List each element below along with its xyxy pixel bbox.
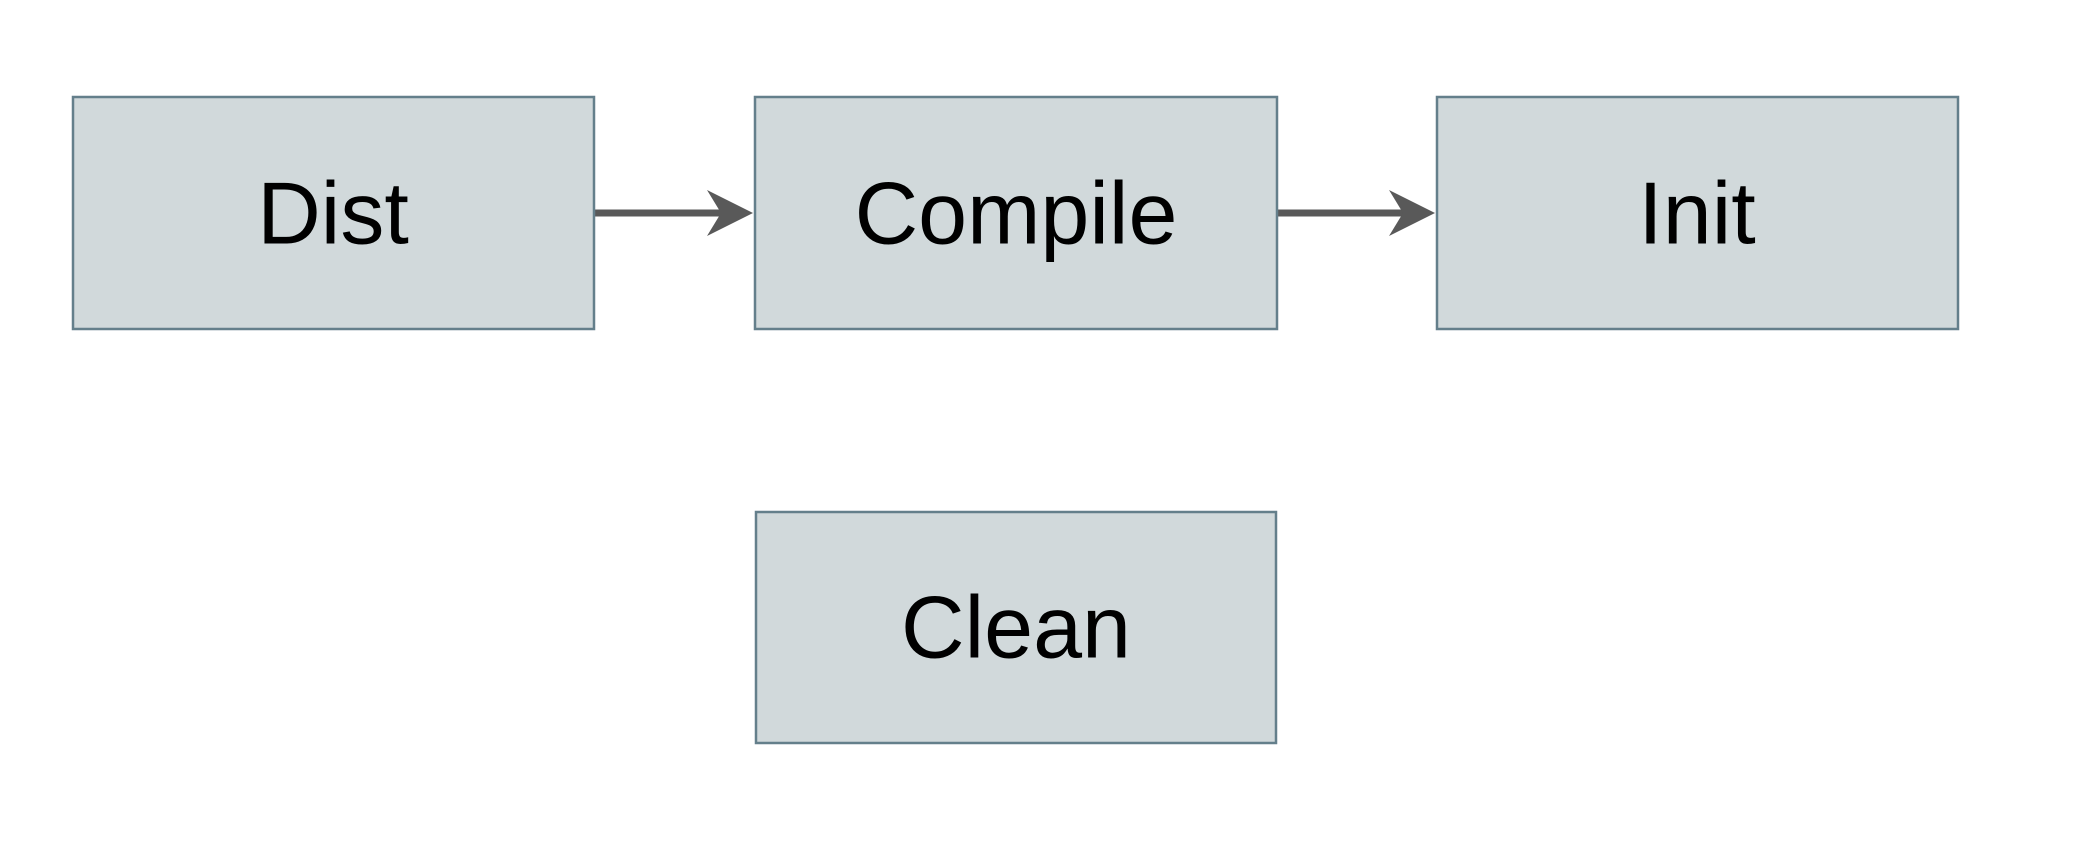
arrowhead-icon <box>707 190 753 236</box>
node-clean-box <box>754 510 1278 745</box>
node-init-label: Init <box>1638 164 1755 263</box>
node-compile-box <box>753 95 1279 331</box>
node-dist-label: Dist <box>257 164 409 263</box>
node-compile-label: Compile <box>855 164 1178 263</box>
edge-compile-init <box>1277 190 1435 236</box>
node-dist: Dist <box>71 95 596 331</box>
node-init: Init <box>1435 95 1960 331</box>
node-init-box <box>1435 95 1960 331</box>
node-compile: Compile <box>753 95 1279 331</box>
edge-dist-compile <box>594 190 753 236</box>
node-clean: Clean <box>754 510 1278 745</box>
node-dist-box <box>71 95 596 331</box>
node-clean-label: Clean <box>901 578 1131 677</box>
arrowhead-icon <box>1389 190 1435 236</box>
